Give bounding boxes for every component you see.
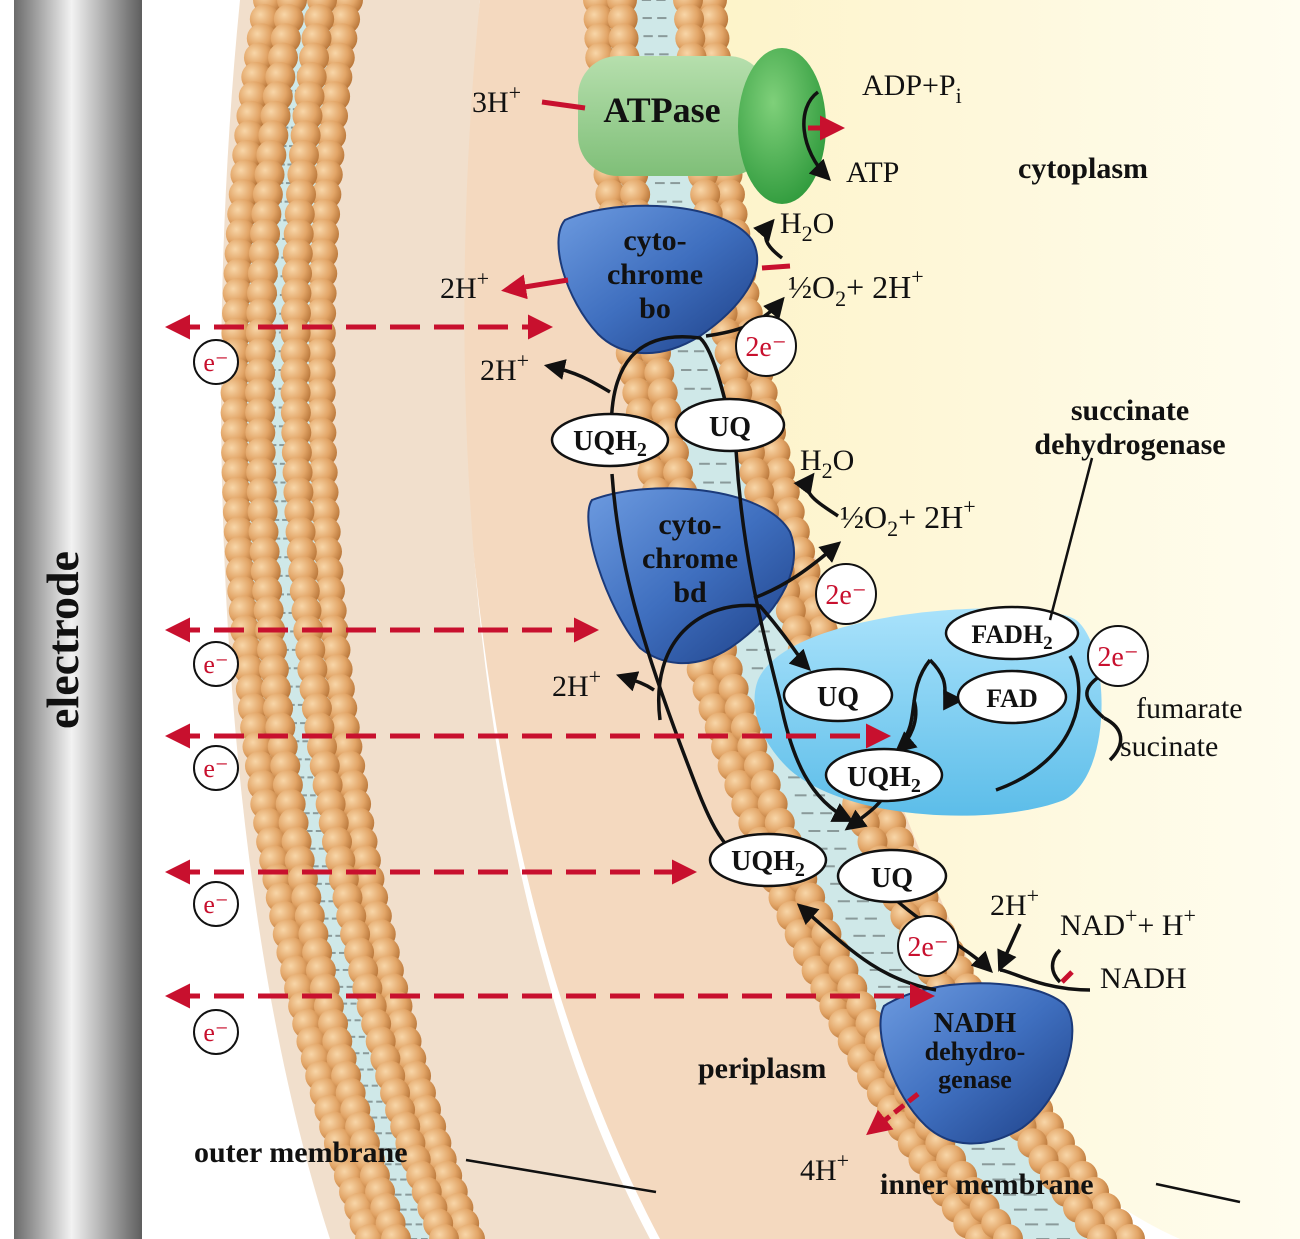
electron-badge-3 <box>193 745 239 791</box>
cytoplasm-label: cytoplasm <box>1018 152 1148 185</box>
inner-membrane-inner-lipid-head <box>993 1224 1023 1239</box>
uq-oval-1 <box>674 397 786 453</box>
cyt-bo-line3: bo <box>639 292 671 325</box>
outer-membrane-lipid-head <box>455 1224 485 1239</box>
uqh2-oval-3 <box>708 832 828 888</box>
electron-label-4: e⁻ <box>203 890 228 919</box>
cyt-bd-proton: 2H+ <box>552 664 601 703</box>
cyt-bo-oxygen: ½O2+ 2H+ <box>788 264 924 311</box>
cytochrome-bo <box>557 204 759 355</box>
nadh-label: NADH <box>1100 962 1187 995</box>
electron-arrows: e⁻ e⁻ e⁻ e⁻ e⁻ <box>165 314 935 1055</box>
cyt-bo-line2: chrome <box>607 258 703 291</box>
cyt-bo-electrons: 2e⁻ <box>745 332 786 363</box>
electron-badge-1 <box>193 339 239 385</box>
atp-label: ATP <box>846 156 899 189</box>
nadh-proton-out: 4H+ <box>800 1148 849 1187</box>
electron-badge-5 <box>193 1009 239 1055</box>
electron-label-5: e⁻ <box>203 1018 228 1047</box>
nad-label: NAD++ H+ <box>1060 903 1196 942</box>
nadh-electrons: 2e⁻ <box>907 932 948 963</box>
fadh2-label: FADH2 <box>971 620 1052 654</box>
nadh-line2: dehydro- <box>925 1037 1026 1066</box>
electron-badge-4 <box>193 881 239 927</box>
cyt-bd-line2: chrome <box>642 542 738 575</box>
electron-label-2: e⁻ <box>203 650 228 679</box>
uqh2-label-3: UQH2 <box>731 846 805 881</box>
cyt-bo-water: H2O <box>780 207 834 246</box>
uqh2-oval-2 <box>824 747 944 803</box>
cyt-bd-water: H2O <box>800 444 854 483</box>
nadh-dehydrogenase <box>879 982 1074 1145</box>
atpase-proton: 3H+ <box>472 80 521 119</box>
nadh-line3: genase <box>938 1065 1012 1094</box>
outer-membrane-label: outer membrane <box>194 1136 408 1169</box>
adp-label: ADP+Pi <box>862 69 962 108</box>
uq-label-2: UQ <box>817 682 859 713</box>
fad-oval <box>956 669 1068 725</box>
electron-badge-2 <box>193 641 239 687</box>
uqh2-label-1: UQH2 <box>573 426 647 461</box>
fad-label: FAD <box>986 684 1038 713</box>
cyt-bd-electrons: 2e⁻ <box>825 580 866 611</box>
uqh2-oval-1 <box>550 412 670 468</box>
electrode <box>14 0 142 1239</box>
leader-lines <box>465 457 1241 1204</box>
outer-membrane-inner-lipid-head <box>429 1224 459 1239</box>
atpase-complex: ATPase <box>578 48 826 204</box>
uq-label-3: UQ <box>871 863 913 894</box>
cyt-bo-proton-in: 2H+ <box>480 348 529 387</box>
quinone-ovals <box>550 397 1080 904</box>
labels: 3H+ ADP+Pi ATP cytoplasm cyto- chrome bo… <box>194 69 1243 1201</box>
cyt-bd-line1: cyto- <box>658 508 721 541</box>
periplasm-label: periplasm <box>698 1052 826 1085</box>
succinate-label: sucinate <box>1120 730 1218 763</box>
sdh-line1: succinate <box>1071 394 1189 427</box>
uq-oval-3 <box>836 848 948 904</box>
uq-label-1: UQ <box>709 412 751 443</box>
fadh2-oval <box>944 605 1080 661</box>
outer-membrane-inner-lipid-head <box>381 1224 411 1239</box>
proton-arrows <box>501 99 1074 1136</box>
fumarate-label: fumarate <box>1136 692 1243 725</box>
inner-membrane-inner-lipid-head <box>1087 1224 1117 1239</box>
electron-label-1: e⁻ <box>203 348 228 377</box>
cyt-bd-oxygen: ½O2+ 2H+ <box>840 494 976 541</box>
atpase-label: ATPase <box>603 90 720 130</box>
sdh-line2: dehydrogenase <box>1034 428 1225 461</box>
two-electron-badges <box>735 315 1149 977</box>
cyt-bd-line3: bd <box>673 576 707 609</box>
inner-membrane-label: inner membrane <box>880 1168 1094 1201</box>
cyt-bo-line1: cyto- <box>623 224 686 257</box>
uq-oval-2 <box>782 667 894 723</box>
uqh2-label-2: UQH2 <box>847 762 921 797</box>
nadh-line1: NADH <box>934 1008 1017 1039</box>
cyt-bo-proton-out: 2H+ <box>440 266 489 305</box>
electrode-label: electrode <box>37 551 88 729</box>
inner-membrane-lipid-head <box>1115 1224 1145 1239</box>
sdh-electrons: 2e⁻ <box>1097 642 1138 673</box>
electron-label-3: e⁻ <box>203 754 228 783</box>
nadh-proton-in: 2H+ <box>990 883 1039 922</box>
